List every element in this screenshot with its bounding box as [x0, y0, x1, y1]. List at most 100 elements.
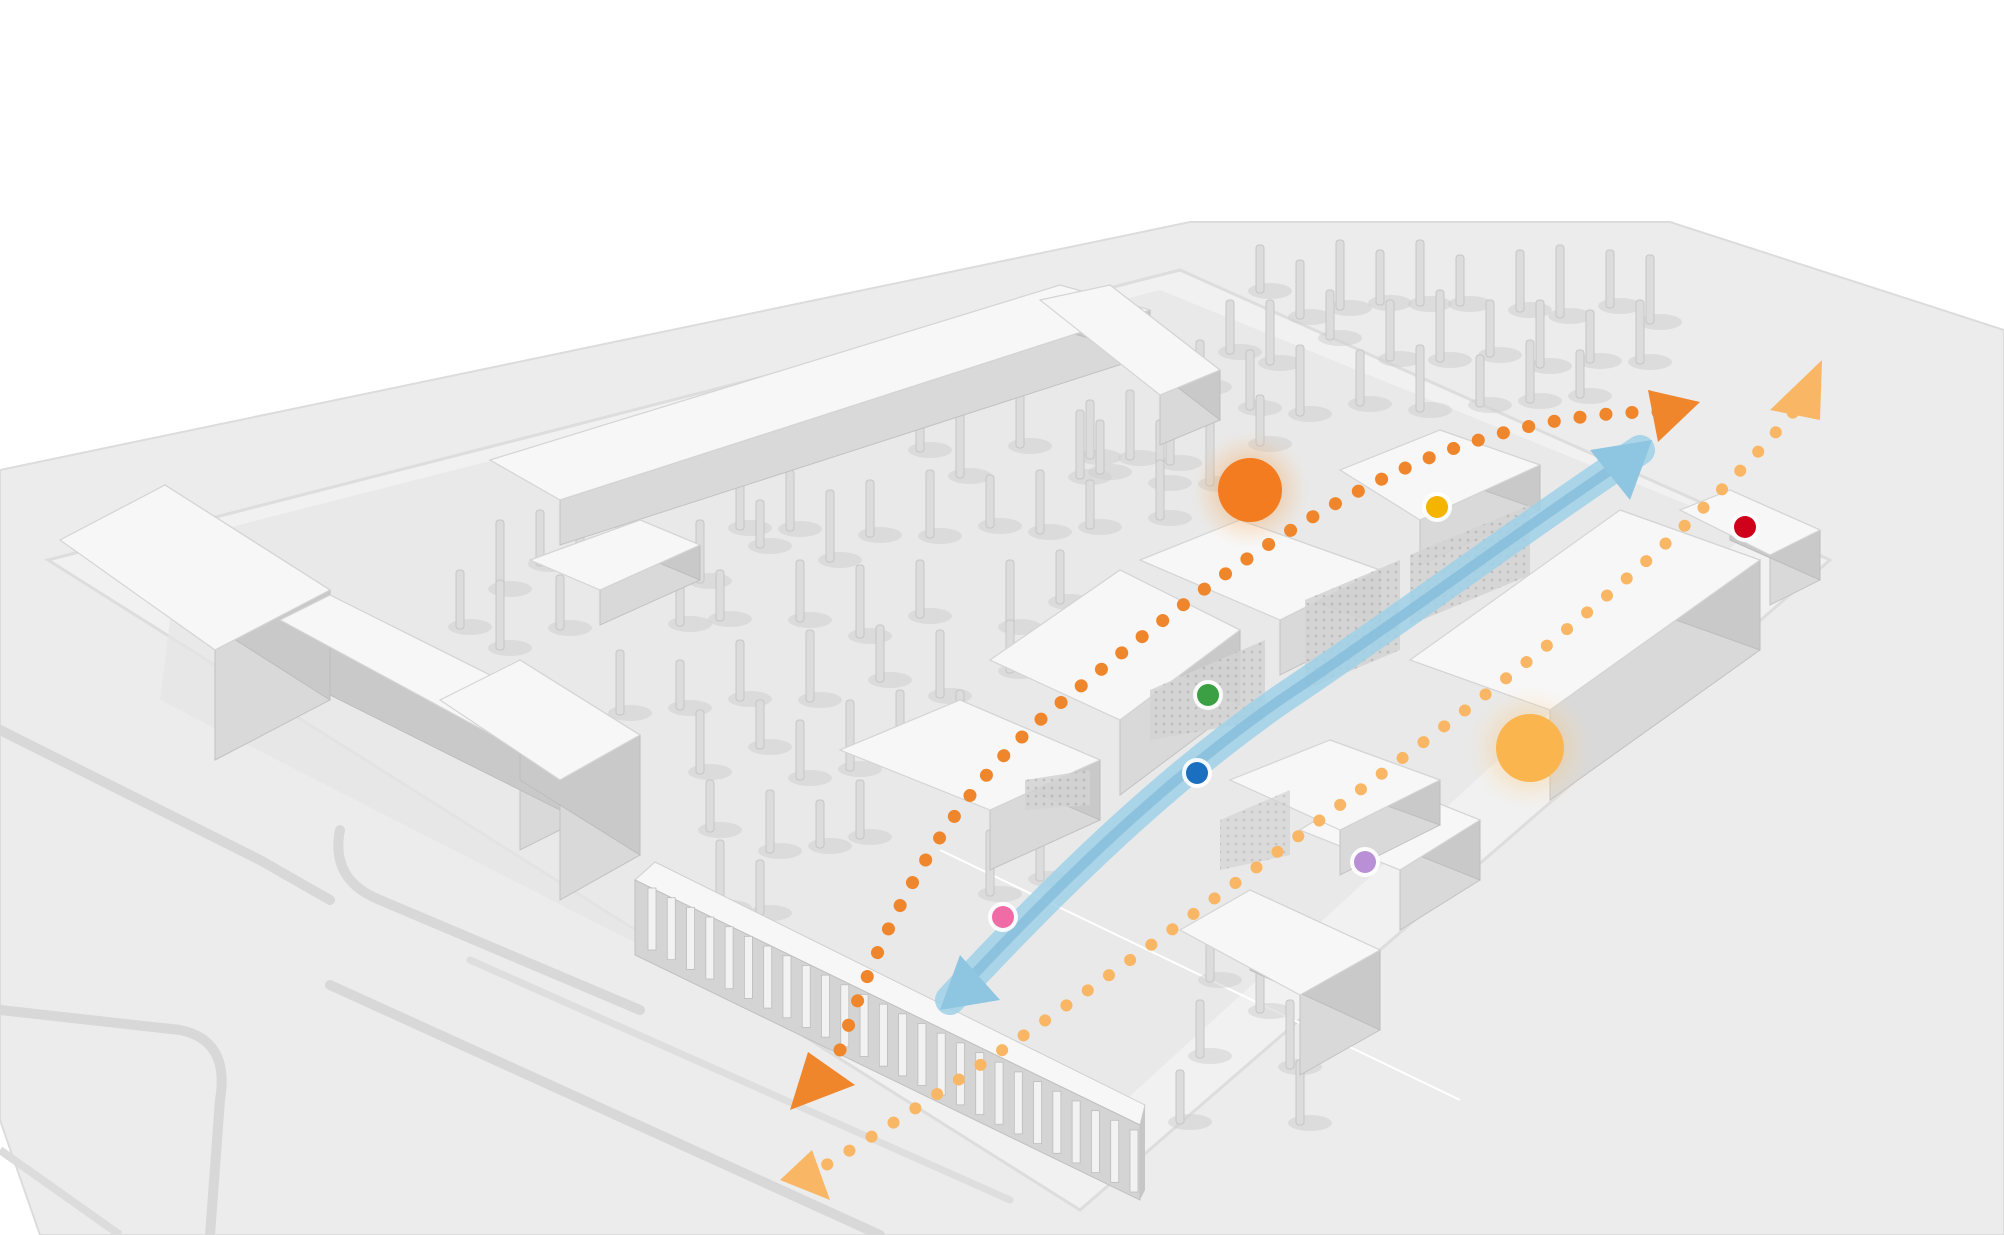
tree-shadow [808, 838, 852, 854]
colonnade-column [994, 1061, 1004, 1125]
tree-post [855, 779, 865, 840]
tree-post [1435, 289, 1445, 363]
tree-shadow [1508, 302, 1552, 318]
tree-post [1575, 349, 1585, 399]
tree-shadow [668, 616, 712, 632]
colonnade-column [724, 926, 734, 990]
tree-post [875, 624, 885, 683]
orange-arrow-start-icon [790, 1052, 855, 1110]
tree-post [455, 569, 465, 630]
tree-post [755, 699, 765, 750]
tree-shadow [1078, 519, 1122, 535]
tree-shadow [1168, 1114, 1212, 1130]
tree-post [825, 489, 835, 563]
tree-shadow [1088, 464, 1132, 480]
tree-post [695, 709, 705, 775]
colonnade-column [936, 1032, 946, 1096]
building-west-hall-roof [58, 484, 332, 651]
tree-post [1005, 559, 1015, 630]
tree-shadow [1258, 355, 1302, 371]
tree-post [1385, 299, 1395, 362]
tree-shadow [1568, 388, 1612, 404]
tree-shadow [1288, 1115, 1332, 1131]
tree-shadow [748, 739, 792, 755]
tree-shadow [1008, 438, 1052, 454]
tree-post [865, 479, 875, 538]
tree-post [1375, 249, 1385, 306]
tree-post [1335, 239, 1345, 311]
tree-shadow [1348, 396, 1392, 412]
marker-yellow [1426, 496, 1448, 518]
sun-icon [1218, 458, 1282, 522]
tree-post [1535, 299, 1545, 369]
colonnade-column [686, 906, 695, 970]
colonnade-column [744, 936, 753, 999]
tree-shadow [1148, 510, 1192, 526]
tree-shadow [978, 886, 1022, 902]
tree-shadow [948, 468, 992, 484]
tree-shadow [1518, 393, 1562, 409]
marker-purple [1354, 851, 1376, 873]
tree-post [925, 469, 935, 539]
tree-shadow [728, 520, 772, 536]
tree-post [1585, 309, 1595, 364]
building-center-core-roof [988, 569, 1242, 721]
colonnade-column [1129, 1129, 1139, 1193]
tree-shadow [748, 538, 792, 554]
tree-post [495, 579, 505, 651]
tree-shadow [798, 692, 842, 708]
tree-post [1515, 249, 1525, 313]
tree-shadow [1028, 524, 1072, 540]
colonnade-column [705, 916, 715, 980]
light-orange-arrow-start-icon [780, 1150, 830, 1200]
tree-shadow [698, 822, 742, 838]
building-north-small-roof [528, 519, 702, 591]
tree-shadow [1248, 283, 1292, 299]
marker-red [1734, 516, 1756, 538]
tree-post [1525, 339, 1535, 404]
tree-shadow [818, 552, 862, 568]
tree-post [1295, 259, 1305, 320]
tree-post [1295, 344, 1305, 417]
tree-post [1645, 254, 1655, 325]
tree-shadow [1578, 353, 1622, 369]
building-south-court-roof [1178, 889, 1382, 996]
tree-shadow [1198, 972, 1242, 988]
blue-arrow-start-icon [940, 955, 1000, 1010]
building-west-hall [58, 484, 332, 761]
tree-post [1245, 349, 1255, 411]
colonnade-column [1110, 1119, 1120, 1183]
tree-post [1255, 244, 1265, 294]
colonnade-column [821, 974, 830, 1038]
tree-shadow [1218, 344, 1262, 360]
circulation-routes [780, 360, 1822, 1200]
building-south-court [1178, 889, 1382, 1076]
road-curb-5 [466, 956, 1014, 1204]
tree-post [1085, 479, 1095, 530]
tree-post [1485, 299, 1495, 358]
tree-post [1035, 469, 1045, 535]
tree-post [1075, 409, 1085, 480]
tree-post [765, 789, 775, 854]
tree-shadow [1318, 330, 1362, 346]
tree-post [1415, 239, 1425, 307]
tree-post [755, 859, 765, 916]
tree-post [755, 499, 765, 549]
tree-shadow [778, 521, 822, 537]
point-markers [988, 492, 1760, 932]
tree-shadow [1288, 406, 1332, 422]
tree-post [915, 559, 925, 619]
blue-arrow-end-icon [1590, 440, 1652, 500]
tree-post [1415, 344, 1425, 413]
tree-post [985, 474, 995, 529]
tree-post [1225, 299, 1235, 355]
tree-shadow [488, 640, 532, 656]
tree-post [815, 799, 825, 849]
tree-post [675, 659, 685, 711]
colonnade-column [1013, 1071, 1023, 1135]
tree-shadow [1148, 475, 1192, 491]
colonnade-column [1071, 1100, 1081, 1164]
tree-shadow [1468, 397, 1512, 413]
colonnade-column [1091, 1110, 1100, 1174]
perforated-facade-4 [1025, 770, 1090, 810]
